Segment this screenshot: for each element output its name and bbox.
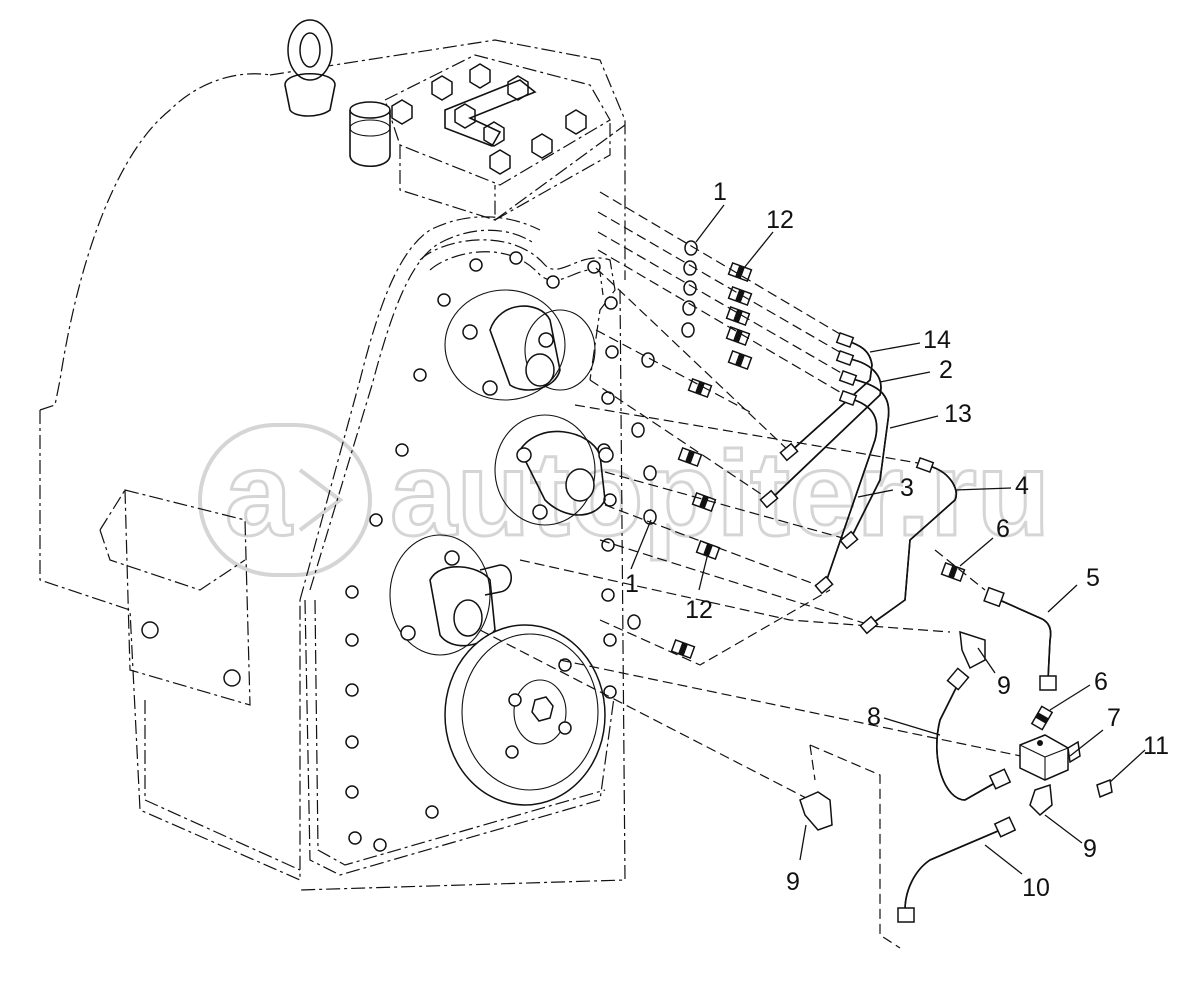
upper-pump [444,289,596,401]
sealing-rings [627,240,698,630]
callout-12-top: 12 [766,206,794,234]
callout-5: 5 [1086,564,1100,592]
middle-pump [494,414,614,526]
callout-9-lower-right: 9 [1083,835,1097,863]
plug [1096,778,1113,799]
callout-1-top: 1 [713,178,727,206]
watermark-text: autopiter.ru [390,427,1050,561]
pto-flange [444,624,606,806]
callout-1-bottom: 1 [625,570,639,598]
callout-3: 3 [900,474,914,502]
callout-10: 10 [1022,874,1050,902]
callout-13: 13 [944,400,972,428]
callout-labels: 1 12 14 2 13 3 4 6 5 1 12 9 6 8 7 11 9 9… [625,178,1169,902]
callout-14: 14 [923,326,951,354]
perimeter-bolts [141,251,619,852]
callout-2: 2 [939,356,953,384]
adapter-fittings [670,261,1054,731]
lifting-eye [284,19,336,117]
svg-text:a: a [225,427,293,561]
callout-8: 8 [867,703,881,731]
assembly-lines [479,191,1041,949]
callout-6-top: 6 [996,515,1010,543]
callout-11: 11 [1143,732,1169,760]
callout-9-lower-left: 9 [786,868,800,896]
tee-block [1019,734,1081,781]
callout-9-upper: 9 [997,672,1011,700]
transmission-housing [39,39,626,891]
callout-4: 4 [1015,472,1029,500]
callout-12-bottom: 12 [685,596,713,624]
callout-7: 7 [1107,704,1121,732]
callout-6-bottom: 6 [1094,668,1108,696]
leader-lines [630,204,1146,875]
lower-pump [389,534,513,656]
pipe-nuts [759,331,1057,923]
breather-cap [349,101,391,167]
elbow-fittings [799,630,1053,831]
top-cover-bolts [391,63,587,175]
